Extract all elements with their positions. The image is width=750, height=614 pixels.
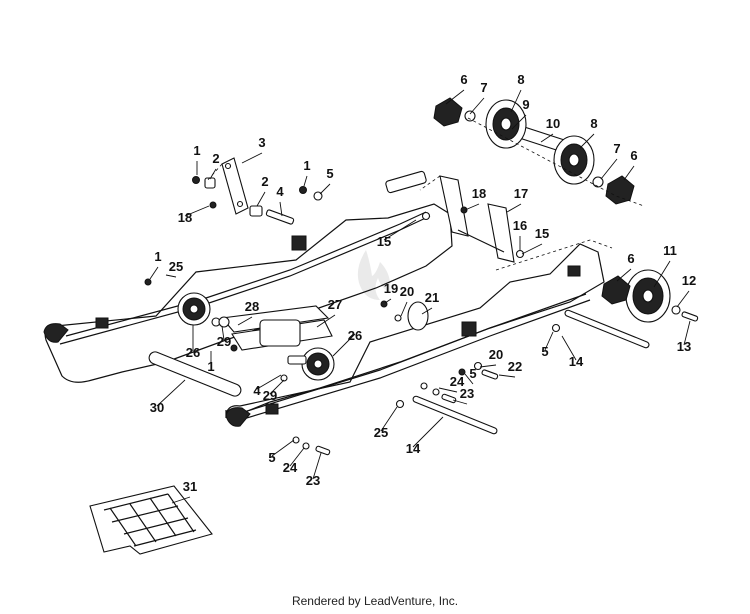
callout-21: 21 — [425, 290, 439, 305]
callout-6: 6 — [630, 148, 637, 163]
callout-8: 8 — [590, 116, 597, 131]
callout-4: 4 — [276, 184, 284, 199]
callout-12: 12 — [682, 273, 696, 288]
right-rear-wheel — [601, 269, 699, 323]
rear-axle-tube — [148, 351, 242, 397]
callout-26: 26 — [348, 328, 362, 343]
callout-2: 2 — [261, 174, 268, 189]
callout-1: 1 — [154, 249, 161, 264]
shock-clamp — [380, 300, 429, 331]
callout-17: 17 — [514, 186, 528, 201]
callout-29: 29 — [217, 334, 231, 349]
center-idler-wheel — [230, 344, 335, 382]
callout-13: 13 — [677, 339, 691, 354]
callout-24: 24 — [283, 460, 298, 475]
callout-25: 25 — [374, 425, 388, 440]
watermark-logo — [357, 250, 391, 300]
callout-15: 15 — [377, 234, 391, 249]
callout-15: 15 — [535, 226, 549, 241]
callout-2: 2 — [212, 151, 219, 166]
callout-19: 19 — [384, 281, 398, 296]
long-bolts — [412, 309, 650, 435]
callout-20: 20 — [400, 284, 414, 299]
callout-9: 9 — [522, 97, 529, 112]
callout-5: 5 — [268, 450, 275, 465]
callout-1: 1 — [207, 359, 214, 374]
callout-5: 5 — [541, 344, 548, 359]
left-idler-wheel — [177, 292, 221, 327]
callout-5: 5 — [469, 366, 476, 381]
callout-6: 6 — [460, 72, 467, 87]
callout-23: 23 — [306, 473, 320, 488]
center-shock-arm — [218, 305, 333, 351]
upper-arm-bracket — [192, 157, 323, 225]
callout-18: 18 — [178, 210, 192, 225]
rear-bracket — [421, 175, 525, 263]
leader-lines — [149, 89, 691, 504]
callout-22: 22 — [508, 359, 522, 374]
callout-29: 29 — [263, 388, 277, 403]
callout-10: 10 — [546, 116, 560, 131]
callout-26: 26 — [186, 345, 200, 360]
footer-credit: Rendered by LeadVenture, Inc. — [291, 594, 459, 608]
callout-3: 3 — [258, 135, 265, 150]
callout-24: 24 — [450, 374, 465, 389]
callout-14: 14 — [406, 441, 421, 456]
callout-27: 27 — [328, 297, 342, 312]
callout-14: 14 — [569, 354, 584, 369]
callout-30: 30 — [150, 400, 164, 415]
callout-31: 31 — [183, 479, 197, 494]
right-slide-rail — [225, 243, 605, 427]
rear-axle-assembly — [433, 97, 635, 205]
callout-1: 1 — [303, 158, 310, 173]
callout-7: 7 — [613, 141, 620, 156]
callout-8: 8 — [517, 72, 524, 87]
callout-7: 7 — [480, 80, 487, 95]
callout-16: 16 — [513, 218, 527, 233]
callout-18: 18 — [472, 186, 486, 201]
callout-4: 4 — [253, 383, 261, 398]
callout-25: 25 — [169, 259, 183, 274]
left-slide-rail — [43, 170, 453, 383]
callout-1: 1 — [193, 143, 200, 158]
callout-5: 5 — [326, 166, 333, 181]
callout-6: 6 — [627, 251, 634, 266]
skid-plate — [89, 485, 213, 555]
callout-20: 20 — [489, 347, 503, 362]
hardware-fasteners — [144, 278, 561, 456]
callout-28: 28 — [245, 299, 259, 314]
callout-23: 23 — [460, 386, 474, 401]
callout-11: 11 — [663, 243, 677, 258]
